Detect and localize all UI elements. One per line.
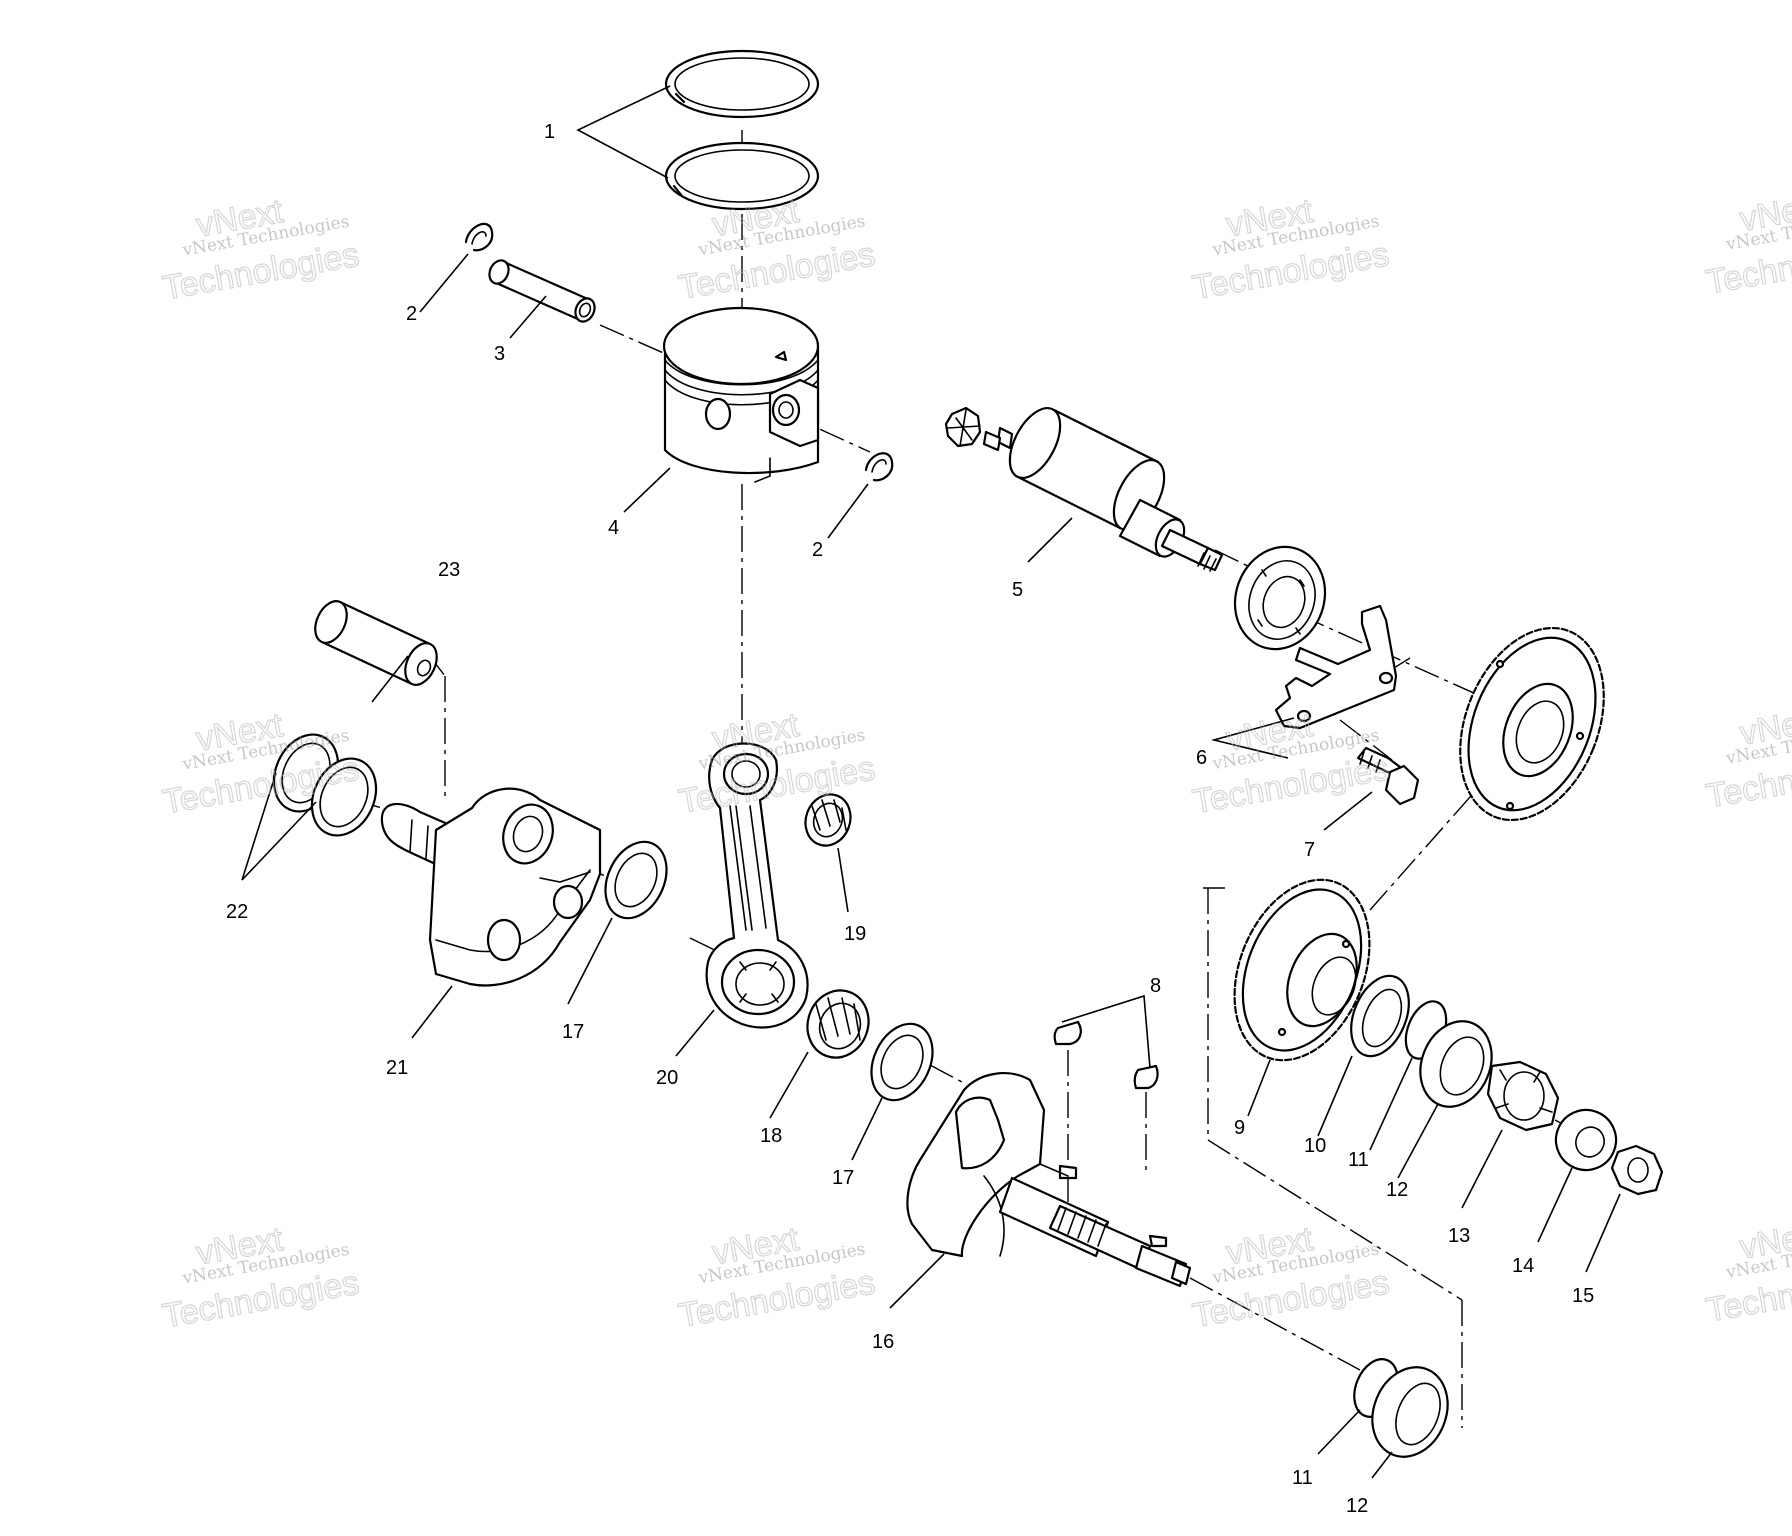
callout-leader-lines — [241, 85, 1621, 1479]
callout-17-left: 17 — [562, 1021, 584, 1043]
watermark-bottom-right: vNext vNext Technologies Technologies — [1189, 1219, 1392, 1336]
callout-1: 1 — [544, 121, 555, 143]
callout-21: 21 — [386, 1057, 408, 1079]
callout-8: 8 — [1150, 975, 1161, 997]
woodruff-key-lower — [1133, 1064, 1159, 1090]
lock-washer — [1554, 1108, 1618, 1172]
callout-3: 3 — [494, 343, 505, 365]
thrust-washer-right — [870, 1022, 934, 1102]
watermark-top-edge: vNext vNext Technologies Technologies — [1703, 186, 1792, 303]
crankshaft-shim-inner — [310, 757, 378, 837]
callout-18: 18 — [760, 1125, 782, 1147]
watermark-top-left: vNext vNext Technologies Technologies — [159, 192, 362, 309]
drive-gear-large — [1459, 626, 1605, 822]
crank-pin — [314, 600, 438, 686]
piston — [662, 306, 820, 483]
callout-16: 16 — [872, 1331, 894, 1353]
callout-14: 14 — [1512, 1255, 1534, 1277]
callout-12-upper: 12 — [1386, 1179, 1408, 1201]
bearing-retaining-plate — [1274, 604, 1398, 730]
callout-6: 6 — [1196, 747, 1207, 769]
callout-12-lower: 12 — [1346, 1495, 1368, 1517]
callout-4: 4 — [608, 517, 619, 539]
callout-9: 9 — [1234, 1117, 1245, 1139]
piston-pin — [488, 259, 596, 323]
callout-20: 20 — [656, 1067, 678, 1089]
crank-bearing-upper — [1233, 545, 1327, 651]
callout-13: 13 — [1448, 1225, 1470, 1247]
watermark-bottom-left: vNext vNext Technologies Technologies — [159, 1220, 362, 1337]
piston-ring-lower — [664, 141, 820, 211]
callout-11-lower: 11 — [1292, 1467, 1313, 1489]
callout-19: 19 — [844, 923, 866, 945]
piston-pin-circlip-left — [464, 222, 494, 252]
callout-5: 5 — [1012, 579, 1023, 601]
callout-11-upper: 11 — [1348, 1149, 1369, 1171]
big-end-needle-bearing — [806, 989, 870, 1059]
retaining-plate-bolt — [1356, 746, 1420, 806]
gear-spacer-washer — [1350, 974, 1410, 1058]
connecting-rod — [705, 742, 809, 1029]
callout-2-right-clip: 2 — [812, 539, 823, 561]
crankshaft-half-pto — [380, 787, 602, 987]
castle-nut — [1486, 1060, 1560, 1132]
oil-seal-lower — [1371, 1366, 1449, 1458]
watermark-mid-edge: vNext vNext Technologies Technologies — [1703, 700, 1792, 817]
oil-seal-upper — [1419, 1020, 1493, 1108]
callout-22: 22 — [226, 901, 248, 923]
crankshaft-gear — [1233, 878, 1371, 1062]
woodruff-key-upper — [1053, 1020, 1082, 1046]
callout-15: 15 — [1572, 1285, 1594, 1307]
callout-7: 7 — [1304, 839, 1315, 861]
callout-23: 23 — [438, 559, 460, 581]
callout-10: 10 — [1304, 1135, 1326, 1157]
callout-labels: 1 2 3 4 2 5 6 7 23 22 21 17 20 19 18 17 … — [226, 121, 1594, 1517]
thrust-washer-left — [604, 840, 668, 920]
watermark-bottom-edge: vNext vNext Technologies Technologies — [1703, 1214, 1792, 1331]
piston-pin-circlip-right — [864, 452, 894, 482]
piston-ring-upper — [664, 49, 820, 119]
watermark-bottom-center: vNext vNext Technologies Technologies — [675, 1219, 878, 1336]
small-end-needle-bearing — [804, 793, 852, 847]
hex-nut — [1610, 1144, 1664, 1196]
rotary-valve-shaft — [944, 406, 1224, 572]
watermark-top-right: vNext vNext Technologies Technologies — [1189, 191, 1392, 308]
crankshaft-half-mag — [906, 1072, 1192, 1288]
callout-2-left-clip: 2 — [406, 303, 417, 325]
callout-17-right: 17 — [832, 1167, 854, 1189]
